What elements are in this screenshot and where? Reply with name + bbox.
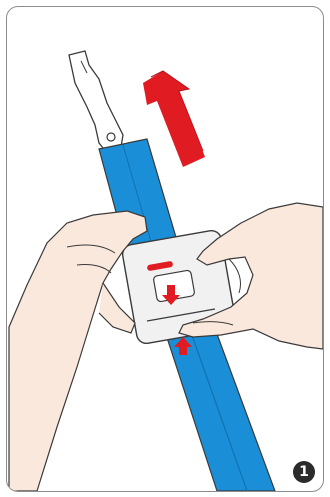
illustration-frame: 1 — [6, 6, 324, 492]
arrow-up-icon — [143, 71, 205, 167]
step-number-icon: 1 — [293, 461, 315, 483]
strap-adjustment-illustration — [7, 7, 323, 491]
metal-hook — [69, 51, 123, 153]
